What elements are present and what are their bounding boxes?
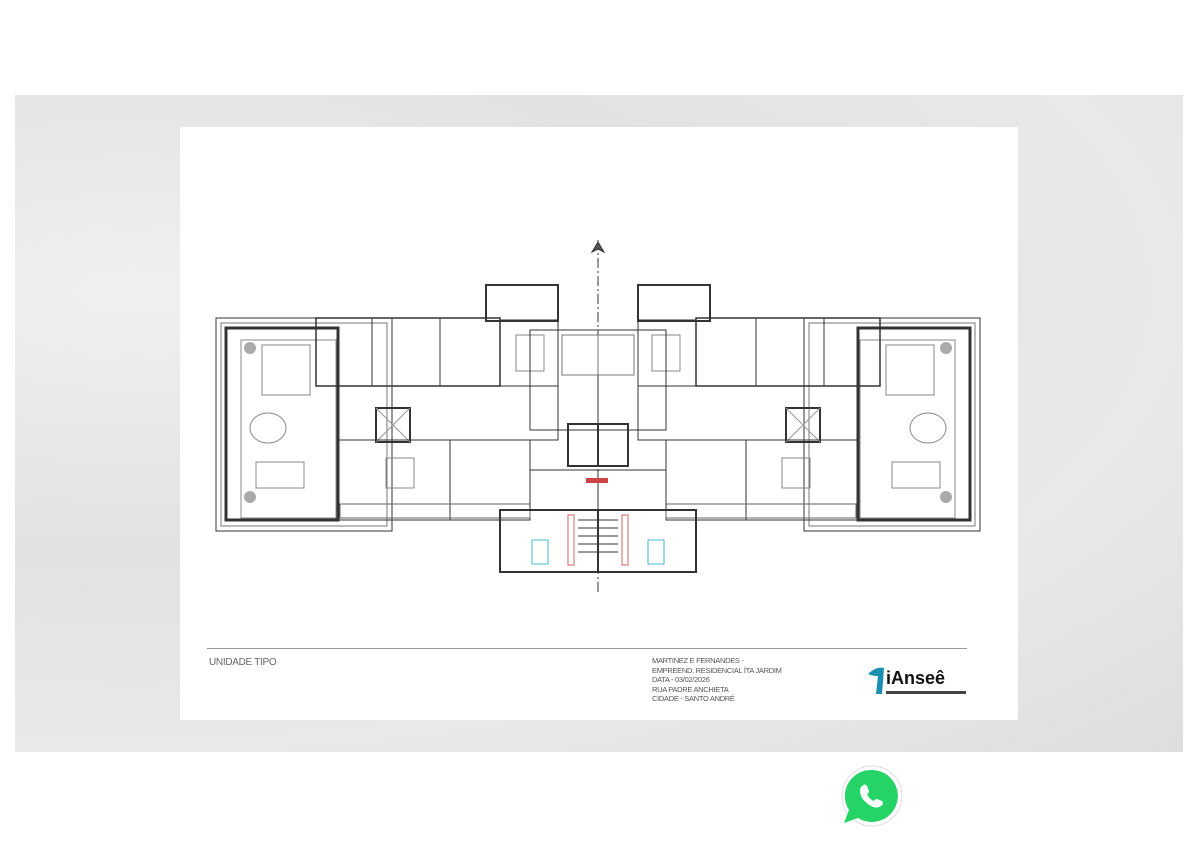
sheet-title: UNIDADE TIPO [209, 657, 277, 668]
project-info: MARTINEZ E FERNANDES - EMPREEND. RESIDEN… [652, 656, 782, 704]
info-line: RUA PADRE ANCHIETA [652, 684, 729, 694]
company-logo: iAnseê [866, 664, 970, 700]
info-line: EMPREEND. RESIDENCIAL ÍTA JARDIM [652, 665, 782, 675]
info-line: MARTINEZ E FERNANDES - [652, 656, 744, 665]
north-arrow-icon [590, 241, 606, 254]
whatsapp-button[interactable] [836, 764, 904, 830]
floor-plan-left-unit [215, 284, 599, 573]
logo-tagline [886, 691, 966, 694]
info-line: DATA - 03/02/2026 [652, 675, 710, 685]
logo-mark-icon [868, 667, 884, 694]
info-line: CIDADE - SANTO ANDRÉ [652, 694, 735, 704]
title-block-divider [207, 648, 967, 649]
logo-text: iAnseê [886, 668, 946, 688]
whatsapp-icon [841, 765, 903, 827]
